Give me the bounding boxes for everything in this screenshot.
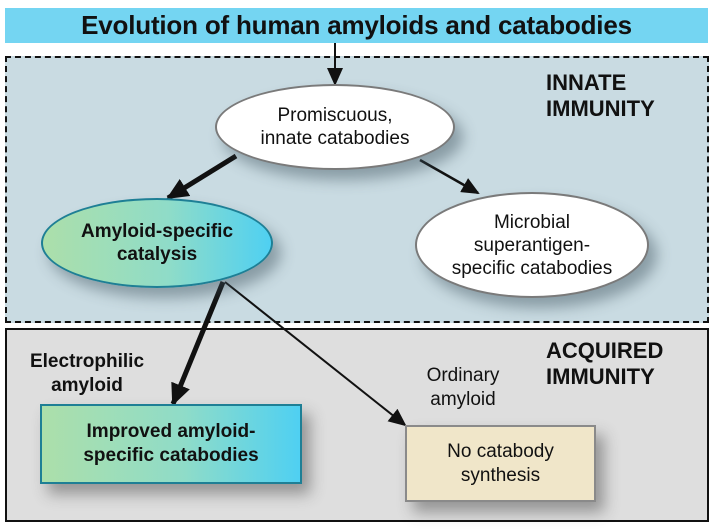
ordinary-line2: amyloid (430, 389, 496, 410)
acquired-immunity-label: ACQUIRED IMMUNITY (546, 338, 663, 390)
diagram-title: Evolution of human amyloids and catabodi… (81, 10, 632, 40)
node-microbial-superantigen-catabodies: Microbial superantigen- specific catabod… (415, 192, 649, 298)
edge-amyloid-specific-to-improved (170, 281, 226, 406)
node-promiscuous-catabodies: Promiscuous, innate catabodies (215, 84, 455, 170)
amyloid-specific-line2: catalysis (116, 244, 198, 265)
title-bar: Evolution of human amyloids and catabodi… (5, 8, 708, 43)
microbial-line1: Microbial (493, 211, 570, 233)
no-synthesis-line2: synthesis (460, 464, 541, 486)
edge-promiscuous-to-microbial (419, 158, 480, 195)
innate-label-line2: IMMUNITY (546, 96, 655, 121)
innate-immunity-label: INNATE IMMUNITY (546, 70, 655, 122)
ordinary-line1: Ordinary (426, 365, 500, 386)
edge-promiscuous-to-amyloid-specific (166, 153, 238, 201)
microbial-line2: superantigen- (473, 234, 591, 256)
promiscuous-line1: Promiscuous, (277, 105, 393, 126)
improved-line1: Improved amyloid- (86, 421, 256, 442)
electrophilic-amyloid-label: Electrophilic amyloid (22, 350, 152, 398)
edge-amyloid-specific-to-no-synthesis (224, 281, 407, 427)
electrophilic-line2: amyloid (51, 375, 123, 396)
promiscuous-line2: innate catabodies (260, 128, 410, 149)
node-amyloid-specific-catalysis: Amyloid-specific catalysis (41, 198, 273, 288)
node-improved-amyloid-specific-catabodies: Improved amyloid- specific catabodies (40, 404, 302, 484)
electrophilic-line1: Electrophilic (29, 351, 145, 372)
improved-line2: specific catabodies (83, 445, 259, 466)
amyloid-specific-line1: Amyloid-specific (80, 221, 234, 242)
microbial-line3: specific catabodies (451, 257, 613, 279)
no-synthesis-line1: No catabody (447, 440, 554, 462)
acquired-label-line2: IMMUNITY (546, 364, 655, 389)
ordinary-amyloid-label: Ordinary amyloid (408, 364, 518, 412)
acquired-label-line1: ACQUIRED (546, 338, 664, 363)
innate-label-line1: INNATE (546, 70, 627, 95)
node-no-catabody-synthesis: No catabody synthesis (405, 425, 596, 502)
